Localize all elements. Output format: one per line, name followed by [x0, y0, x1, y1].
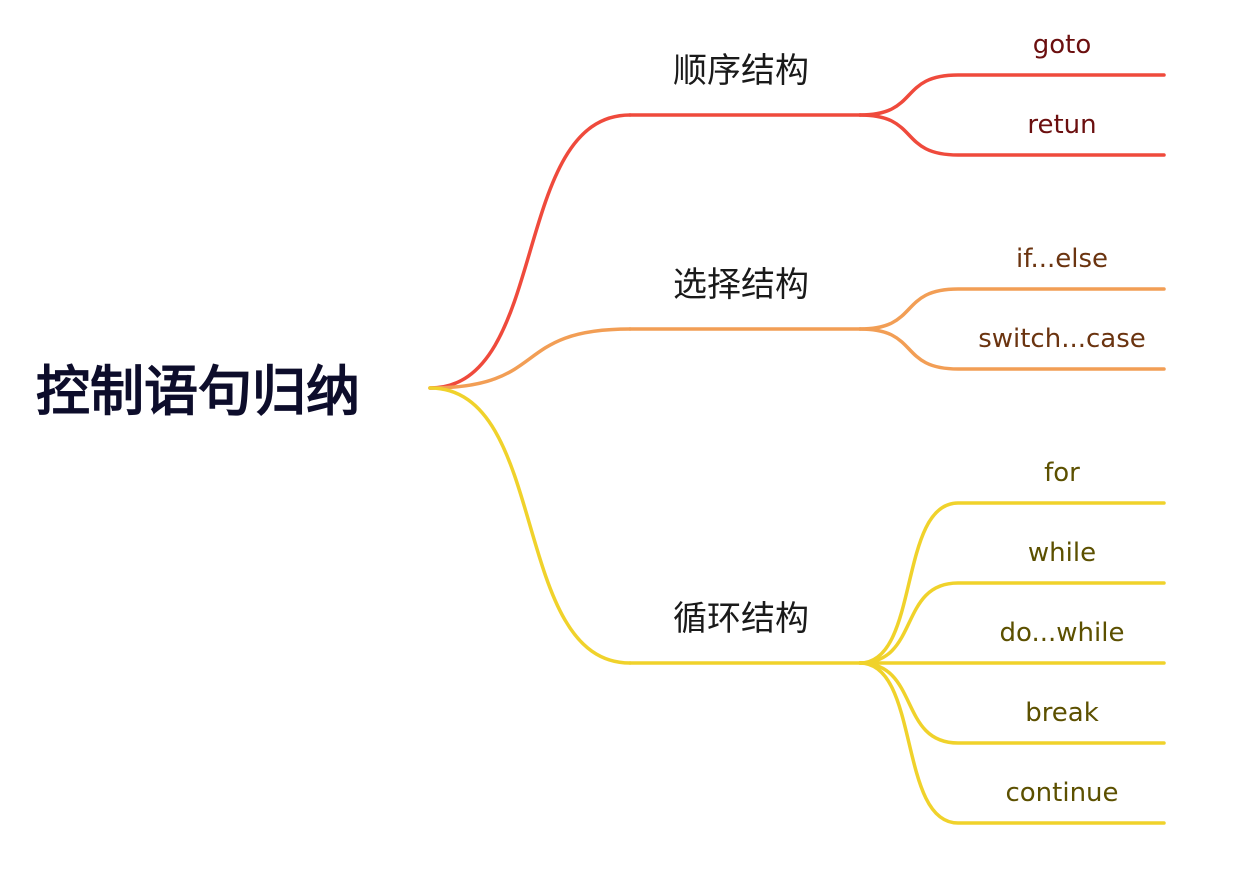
leaf-switch-case[interactable]: switch...case	[978, 324, 1146, 354]
leaf-while[interactable]: while	[1028, 538, 1096, 568]
leaf-label-while[interactable]: while	[1028, 538, 1096, 568]
edge-branch-0-leaf-0	[858, 73, 1166, 117]
branch-label-sequence[interactable]: 顺序结构	[673, 51, 809, 91]
leaf-label-do-while[interactable]: do...while	[1000, 618, 1125, 648]
edge-branch-0-leaf-1	[858, 113, 1166, 157]
leaf-label-goto[interactable]: goto	[1033, 30, 1092, 60]
edge-root-to-branch-2	[428, 386, 632, 665]
branch-sequence[interactable]: 顺序结构	[673, 51, 809, 91]
edge-branch-1-leaf-1	[858, 327, 1166, 371]
leaf-label-if-else[interactable]: if...else	[1016, 244, 1108, 274]
edge-root-to-branch-1	[428, 327, 632, 390]
edge-branch-2-leaf-1	[858, 581, 1166, 665]
edge-branch-2-leaf-4	[858, 661, 1166, 825]
leaf-continue[interactable]: continue	[1005, 778, 1118, 808]
edge-branch-1-leaf-0	[858, 287, 1166, 331]
leaf-label-retun[interactable]: retun	[1027, 110, 1096, 140]
leaf-label-break[interactable]: break	[1025, 698, 1099, 728]
root-topic[interactable]: 控制语句归纳	[36, 360, 360, 423]
edge-branch-2-leaf-3	[858, 661, 1166, 745]
leaf-label-continue[interactable]: continue	[1005, 778, 1118, 808]
branch-selection[interactable]: 选择结构	[673, 265, 809, 305]
edge-layer	[428, 73, 1166, 825]
leaf-label-switch-case[interactable]: switch...case	[978, 324, 1146, 354]
branch-label-loop[interactable]: 循环结构	[673, 599, 809, 639]
edge-root-to-branch-0	[428, 113, 632, 390]
leaf-label-for[interactable]: for	[1044, 458, 1080, 488]
leaf-retun[interactable]: retun	[1027, 110, 1096, 140]
branch-loop[interactable]: 循环结构	[673, 599, 809, 639]
leaf-break[interactable]: break	[1025, 698, 1099, 728]
leaf-do-while[interactable]: do...while	[1000, 618, 1125, 648]
leaf-if-else[interactable]: if...else	[1016, 244, 1108, 274]
leaf-goto[interactable]: goto	[1033, 30, 1092, 60]
edge-branch-2-leaf-0	[858, 501, 1166, 665]
leaf-for[interactable]: for	[1044, 458, 1080, 488]
branch-label-selection[interactable]: 选择结构	[673, 265, 809, 305]
